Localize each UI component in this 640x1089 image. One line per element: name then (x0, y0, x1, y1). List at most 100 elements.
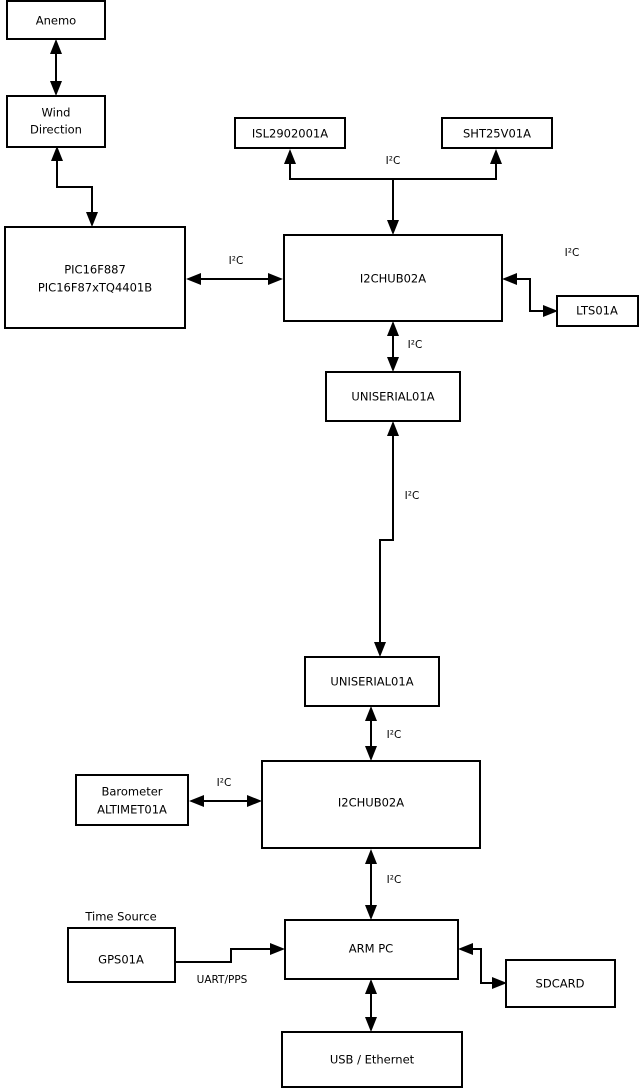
node-usb-ethernet[interactable]: USB / Ethernet (281, 1031, 463, 1088)
node-label-barometer-line2: ALTIMET01A (97, 803, 167, 817)
node-label-sht25v01a: SHT25V01A (463, 127, 531, 141)
node-box[interactable] (261, 760, 481, 849)
node-box[interactable] (283, 234, 503, 322)
arrowhead-left-icon (458, 943, 473, 955)
node-uniserial01a-bottom[interactable]: UNISERIAL01A (304, 656, 440, 707)
arrowhead-right-icon (543, 305, 558, 317)
arrowhead-left-icon (502, 273, 517, 285)
arrowhead-down-icon (365, 746, 377, 761)
node-box[interactable] (441, 117, 553, 149)
edge-pic-to-wind-direction (51, 146, 98, 227)
arrowhead-up-icon-isl (284, 149, 296, 164)
node-box[interactable] (6, 95, 106, 148)
node-box[interactable] (4, 226, 186, 329)
arrowhead-down-icon (365, 905, 377, 920)
edge-label-gps-to-arm: UART/PPS (197, 974, 248, 986)
node-arm-pc[interactable]: ARM PC (284, 919, 459, 980)
node-i2chub02a-top[interactable]: I2CHUB02A (283, 234, 503, 322)
node-sdcard[interactable]: SDCARD (505, 959, 616, 1008)
node-label-lts01a: LTS01A (576, 304, 618, 318)
node-box[interactable] (234, 117, 346, 149)
edge-line (513, 278, 547, 312)
edge-line (175, 948, 274, 963)
node-label-barometer-line1: Barometer (101, 785, 162, 799)
node-uniserial01a-top[interactable]: UNISERIAL01A (325, 371, 461, 422)
node-box[interactable] (75, 774, 189, 826)
node-label-isl2902001a: ISL2902001A (252, 127, 328, 141)
edge-label-hub-bottom-to-arm: I²C (387, 874, 402, 886)
edge-hub-top-to-lts: I²C (502, 247, 579, 317)
edge-line-right-branch (393, 160, 497, 180)
node-isl2902001a[interactable]: ISL2902001A (234, 117, 346, 149)
arrowhead-right-icon (247, 795, 262, 807)
edge-arm-pc-to-usb-ethernet (365, 979, 377, 1032)
edge-gps-to-arm-pc: UART/PPS (175, 943, 285, 986)
node-i2chub02a-bottom[interactable]: I2CHUB02A (261, 760, 481, 849)
node-box[interactable] (556, 295, 639, 327)
node-box[interactable] (304, 656, 440, 707)
node-label-i2chub02a-top: I2CHUB02A (360, 272, 426, 286)
edge-hub-top-to-uniserial-top: I²C (387, 321, 422, 372)
arrowhead-down-icon-hub (387, 220, 399, 235)
arrowhead-up-icon (50, 39, 62, 54)
edge-line (56, 156, 93, 218)
edge-hub-top-to-sensors: I²C (284, 149, 502, 235)
node-wind-direction[interactable]: Wind Direction (6, 95, 106, 148)
edge-hub-bottom-to-arm-pc: I²C (365, 849, 401, 920)
arrowhead-up-icon (387, 321, 399, 336)
node-label-pic-line2: PIC16F87xTQ4401B (38, 281, 152, 295)
node-label-pic-line1: PIC16F887 (64, 263, 126, 277)
node-box[interactable] (67, 927, 176, 983)
arrowhead-left-icon (189, 795, 204, 807)
edge-pic-to-hub-top: I²C (186, 255, 283, 285)
arrowhead-down-icon (86, 212, 98, 227)
arrowhead-up-icon (365, 849, 377, 864)
edge-arm-pc-to-sdcard (458, 943, 507, 989)
arrowhead-down-icon (50, 81, 62, 96)
node-barometer[interactable]: Barometer ALTIMET01A (75, 774, 189, 826)
arrowhead-up-icon (365, 706, 377, 721)
node-box[interactable] (505, 959, 616, 1008)
edge-label-barometer-to-hub: I²C (217, 777, 232, 789)
arrowhead-up-icon-sht (490, 149, 502, 164)
node-box[interactable] (6, 0, 106, 40)
node-label-sdcard: SDCARD (536, 977, 585, 991)
node-label-uniserial01a-top: UNISERIAL01A (351, 390, 434, 404)
edge-label-uniserial-link: I²C (405, 490, 420, 502)
edge-line (469, 948, 496, 984)
edge-uniserial-bottom-to-hub-bottom: I²C (365, 706, 401, 761)
edge-label-uniserial-to-hub-bottom: I²C (387, 729, 402, 741)
arrowhead-down-icon (387, 357, 399, 372)
node-lts01a[interactable]: LTS01A (556, 295, 639, 327)
arrowhead-left-icon (186, 273, 201, 285)
node-label-wind-direction-line1: Wind (42, 106, 71, 120)
edge-line (379, 432, 394, 648)
node-label-uniserial01a-bottom: UNISERIAL01A (330, 675, 413, 689)
arrowhead-down-icon (374, 642, 386, 657)
node-label-i2chub02a-bottom: I2CHUB02A (338, 796, 404, 810)
edge-label-hub-to-sensors: I²C (386, 155, 401, 167)
arrowhead-right-icon (270, 943, 285, 955)
node-label-usb-ethernet: USB / Ethernet (330, 1053, 415, 1067)
node-label-arm-pc: ARM PC (349, 942, 393, 956)
node-gps01a[interactable]: GPS01A (67, 927, 176, 983)
node-pic[interactable]: PIC16F887 PIC16F87xTQ4401B (4, 226, 186, 329)
node-box[interactable] (281, 1031, 463, 1088)
arrowhead-down-icon (365, 1017, 377, 1032)
node-label-gps01a: GPS01A (98, 953, 144, 967)
node-label-anemo: Anemo (36, 14, 76, 28)
edge-barometer-to-hub-bottom: I²C (189, 777, 262, 807)
label-time-source: Time Source (84, 910, 156, 924)
edge-label-hub-to-lts: I²C (565, 247, 580, 259)
node-label-wind-direction-line2: Direction (30, 123, 82, 137)
node-sht25v01a[interactable]: SHT25V01A (441, 117, 553, 149)
node-box[interactable] (325, 371, 461, 422)
node-box[interactable] (284, 919, 459, 980)
arrowhead-up-icon (365, 979, 377, 994)
node-anemo[interactable]: Anemo (6, 0, 106, 40)
edge-line-left-branch (289, 160, 394, 226)
edge-label-pic-to-hub: I²C (229, 255, 244, 267)
arrowhead-right-icon (492, 977, 507, 989)
edge-uniserial-link: I²C (374, 421, 419, 657)
